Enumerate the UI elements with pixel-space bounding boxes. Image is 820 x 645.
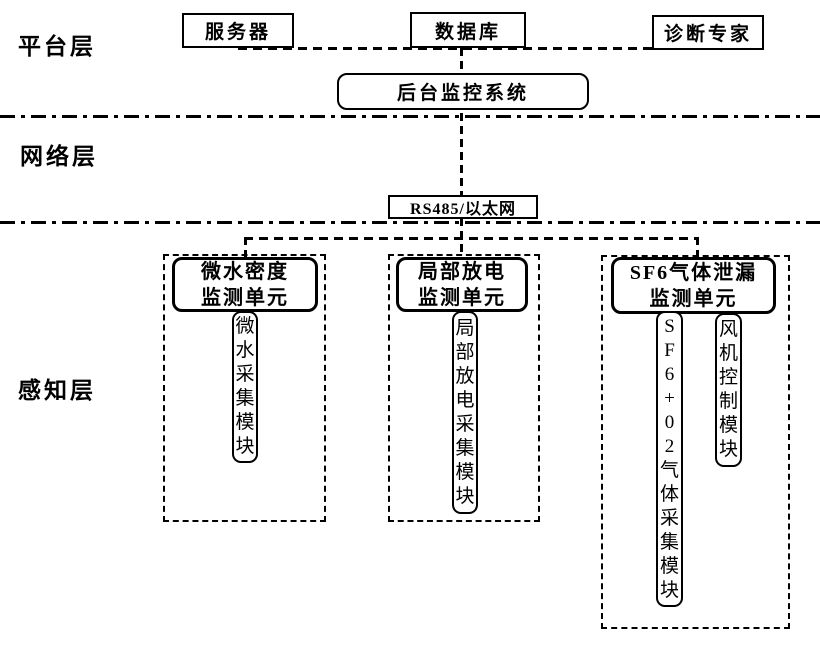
connector-drop-unit1 <box>244 237 247 258</box>
unit2-module-partial-discharge-collection: 局 部 放 电 采 集 模 块 <box>452 311 478 514</box>
unit3-container <box>601 255 790 629</box>
server-box: 服务器 <box>182 13 294 48</box>
unit1-title: 微水密度 监测单元 <box>172 257 318 312</box>
unit3-module-fan-control: 风 机 控 制 模 块 <box>715 313 742 467</box>
unit2-container <box>388 254 540 522</box>
connector-platform-horizontal <box>238 47 708 50</box>
rs485-ethernet-box: RS485/以太网 <box>388 195 538 219</box>
layer-label-network: 网络层 <box>20 144 98 169</box>
unit2-title: 局部放电 监测单元 <box>396 257 528 312</box>
connector-drop-unit3 <box>696 237 699 258</box>
separator-network-perception <box>0 221 820 224</box>
layer-label-perception: 感知层 <box>18 378 96 403</box>
backend-monitor-box: 后台监控系统 <box>337 73 589 110</box>
separator-platform-network <box>0 115 820 118</box>
unit3-module-gas-collection: S F 6 + 0 2 气 体 采 集 模 块 <box>656 311 683 607</box>
connector-database-to-bus <box>460 48 463 195</box>
connector-branch-horizontal <box>244 237 699 240</box>
unit1-container <box>163 254 326 522</box>
layer-label-platform: 平台层 <box>18 34 96 59</box>
database-box: 数据库 <box>410 12 526 48</box>
unit1-module-water-collection: 微 水 采 集 模 块 <box>232 311 258 463</box>
unit3-title: SF6气体泄漏 监测单元 <box>611 257 776 314</box>
diagnosis-expert-box: 诊断专家 <box>652 15 764 50</box>
